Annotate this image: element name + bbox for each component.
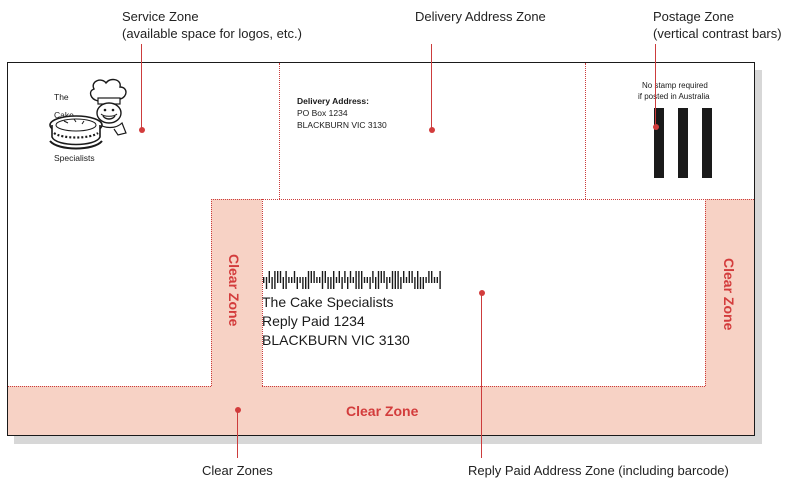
callout-dot-clear [235, 407, 241, 413]
leader-line-clear [237, 410, 238, 458]
callout-dot-delivery [429, 127, 435, 133]
envelope: The Cake Specialists Delivery Address: P… [7, 62, 755, 436]
service-zone-label: Service Zone (available space for logos,… [122, 8, 302, 42]
postage-zone-title: Postage Zone [653, 9, 734, 24]
clear-zone-label-left: Clear Zone [226, 254, 242, 327]
logo-text-cake: Cake [54, 110, 74, 120]
clear-zone-bottom-strip [8, 386, 754, 435]
zone-divider [211, 199, 212, 386]
zone-divider [279, 63, 280, 199]
clear-zones-label: Clear Zones [202, 463, 273, 478]
delivery-address-line1: PO Box 1234 [297, 108, 348, 118]
zone-divider [262, 386, 705, 387]
reply-paid-zone-label: Reply Paid Address Zone (including barco… [468, 463, 729, 478]
leader-line-reply [481, 294, 482, 458]
delivery-address-line2: BLACKBURN VIC 3130 [297, 120, 387, 130]
delivery-address-heading: Delivery Address: [297, 96, 369, 106]
leader-line-delivery [431, 44, 432, 130]
leader-line-service [141, 44, 142, 130]
zone-divider [705, 199, 706, 386]
reply-address-line3: BLACKBURN VIC 3130 [262, 332, 410, 348]
clear-zone-label-bottom: Clear Zone [346, 403, 419, 419]
zone-divider [262, 199, 263, 386]
postage-zone-label: Postage Zone (vertical contrast bars) [653, 8, 782, 42]
clear-zone-label-right: Clear Zone [721, 258, 737, 331]
postage-line2: if posted in Australia [638, 92, 710, 101]
reply-address-line1: The Cake Specialists [262, 294, 394, 310]
callout-dot-service [139, 127, 145, 133]
postage-zone-subtitle: (vertical contrast bars) [653, 26, 782, 41]
callout-dot-reply [479, 290, 485, 296]
contrast-bar [702, 108, 712, 178]
reply-address-line2: Reply Paid 1234 [262, 313, 365, 329]
contrast-bar [654, 108, 664, 178]
postage-line1: No stamp required [642, 81, 708, 90]
zone-divider [8, 386, 211, 387]
zone-divider [585, 63, 586, 199]
contrast-bar [678, 108, 688, 178]
callout-dot-postage [653, 124, 659, 130]
barcode-icon [263, 271, 441, 289]
service-zone-subtitle: (available space for logos, etc.) [122, 26, 302, 41]
delivery-zone-label: Delivery Address Zone [415, 9, 546, 24]
logo-text-the: The [54, 92, 69, 102]
zone-divider [211, 199, 754, 200]
chef-logo-icon [49, 78, 127, 150]
logo-text-specialists: Specialists [54, 153, 95, 163]
service-zone-title: Service Zone [122, 9, 199, 24]
leader-line-postage [655, 44, 656, 127]
